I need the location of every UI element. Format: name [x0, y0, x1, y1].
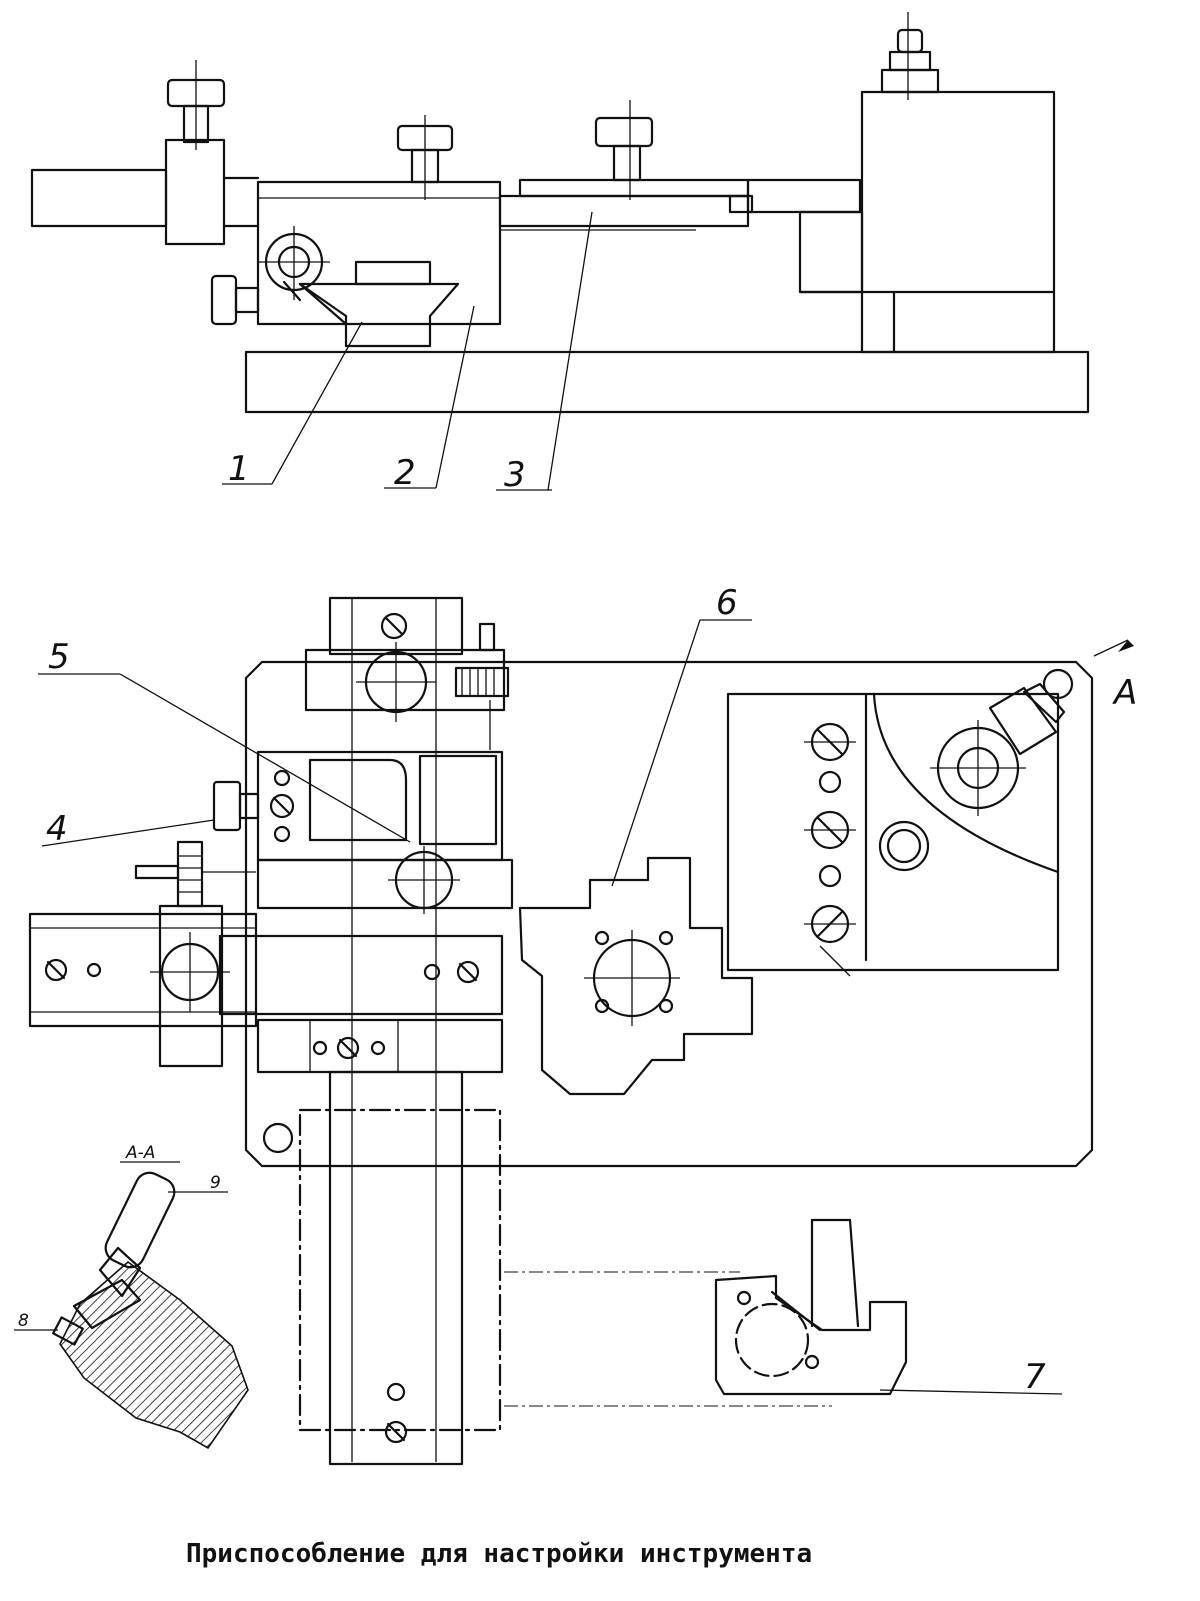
callout-4: 4: [46, 809, 68, 849]
callout-2: 2: [394, 453, 416, 493]
section-label: А-А: [125, 1143, 155, 1163]
top-leaders: [222, 211, 593, 491]
callout-5: 5: [48, 637, 70, 677]
drawing-caption: Приспособление для настройки инструмента: [186, 1539, 812, 1569]
section-a-a: [14, 1161, 249, 1450]
callout-8: 8: [18, 1311, 29, 1331]
plan-leaders: [38, 619, 1063, 1395]
callout-9: 9: [210, 1173, 221, 1193]
detail-7: [504, 1218, 908, 1407]
callout-3: 3: [504, 455, 526, 495]
callout-6: 6: [716, 583, 738, 623]
view-marker-a: А: [1112, 673, 1137, 713]
callout-7: 7: [1024, 1357, 1046, 1397]
plan-view: [28, 596, 1134, 1466]
front-view: [30, 12, 1090, 414]
callout-1: 1: [228, 449, 250, 489]
